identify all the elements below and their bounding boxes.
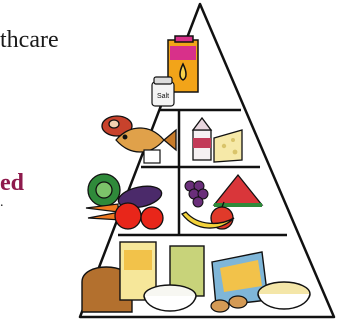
tier-vegetables-fruits xyxy=(85,173,264,230)
caption-line-2: ed xyxy=(0,170,24,196)
egg-icon xyxy=(143,149,161,164)
cookies-icon xyxy=(210,295,248,313)
milk-carton-icon xyxy=(191,116,213,161)
bananas-icon xyxy=(180,211,235,229)
caption-line-3: . xyxy=(0,195,4,210)
tier-fats-oils-sweets: Salt xyxy=(151,35,199,107)
meat-icon xyxy=(101,115,133,137)
grapes-icon xyxy=(184,180,209,208)
tier-meat-dairy xyxy=(101,115,243,164)
cereal-box-icon xyxy=(119,241,157,301)
rice-bowl-icon xyxy=(143,284,197,312)
cracker-box-icon xyxy=(211,251,269,307)
cabbage-icon xyxy=(87,173,121,207)
salt-label: Salt xyxy=(157,93,169,100)
pasta-bowl-icon xyxy=(257,281,311,310)
tomato-icon xyxy=(114,202,164,230)
cheese-icon xyxy=(213,129,243,163)
pyramid-frame xyxy=(78,2,336,319)
eggplant-icon xyxy=(117,185,163,209)
fish-icon xyxy=(115,127,177,153)
watermelon-icon xyxy=(212,173,264,207)
salt-shaker-icon: Salt xyxy=(151,76,175,107)
caption-line-1: thcare xyxy=(0,27,59,53)
pyramid-outline xyxy=(78,2,336,319)
tier-grains xyxy=(81,241,311,313)
